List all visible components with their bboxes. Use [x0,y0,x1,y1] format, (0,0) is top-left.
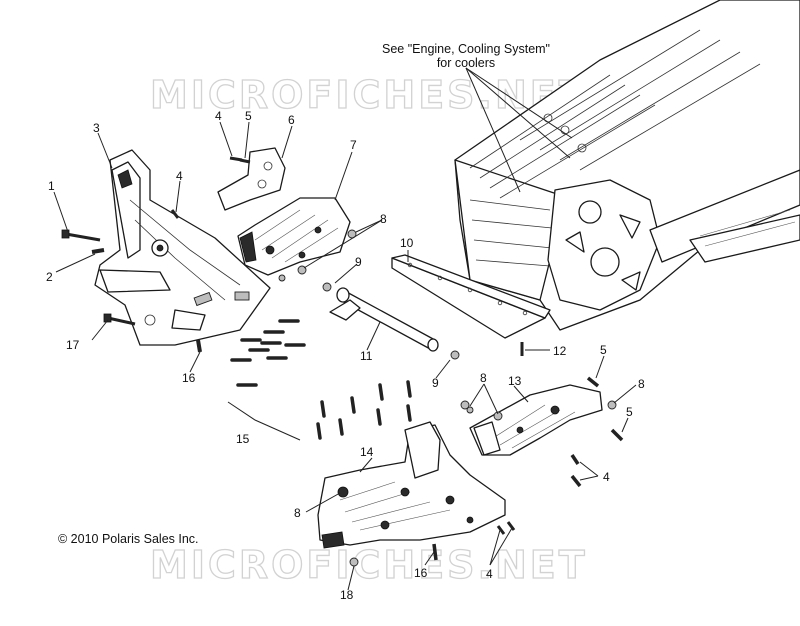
chassis-tunnel [454,0,800,331]
pin-2 [91,248,105,254]
callout-4-c: 4 [603,470,610,484]
callout-5-c: 5 [626,405,633,419]
watermark-bottom: MICROFICHES.NET [150,543,588,587]
bolt-17 [103,313,136,326]
callout-10: 10 [400,236,414,250]
callout-8-d: 8 [294,506,301,520]
tube-11 [322,282,460,360]
callout-12: 12 [553,344,567,358]
left-bracket-3 [94,149,271,346]
plate-10 [391,254,551,339]
callout-13: 13 [508,374,522,388]
bracket-13 [460,376,624,488]
callout-5-b: 5 [600,343,607,357]
bolt-1 [61,229,101,242]
callout-9-b: 9 [432,376,439,390]
watermark-top: MICROFICHES.NET [150,73,588,117]
note-line-1: See "Engine, Cooling System" [382,42,550,56]
callout-16-b: 16 [414,566,428,580]
stud-16-upper [196,339,202,353]
callout-4-d: 4 [486,567,493,581]
callout-18: 18 [340,588,354,602]
callout-3: 3 [93,121,100,135]
callout-16-a: 16 [182,371,196,385]
callout-14: 14 [360,445,374,459]
callout-8-c: 8 [638,377,645,391]
callout-6: 6 [288,113,295,127]
callout-8-b: 8 [480,371,487,385]
bracket-6 [170,147,286,219]
callout-7: 7 [350,138,357,152]
callout-1: 1 [48,179,55,193]
callout-8-a: 8 [380,212,387,226]
callout-2: 2 [46,270,53,284]
nut-8-upper [278,229,357,282]
bolt-group-15 [227,319,412,441]
lower-frame-14 [317,421,516,567]
callout-11: 11 [360,349,373,363]
callout-4-b: 4 [176,169,183,183]
callout-17: 17 [66,338,80,352]
bracket-7 [237,197,351,276]
note-line-2: for coolers [437,56,495,70]
callout-5-a: 5 [245,109,252,123]
callout-15: 15 [236,432,250,446]
callout-9-a: 9 [355,255,362,269]
copyright: © 2010 Polaris Sales Inc. [58,532,199,546]
callout-numbers: 1 2 3 4 4 4 4 5 5 5 6 7 8 8 8 8 9 9 10 1… [46,109,645,602]
leader-lines [53,67,637,591]
callout-4-a: 4 [215,109,222,123]
